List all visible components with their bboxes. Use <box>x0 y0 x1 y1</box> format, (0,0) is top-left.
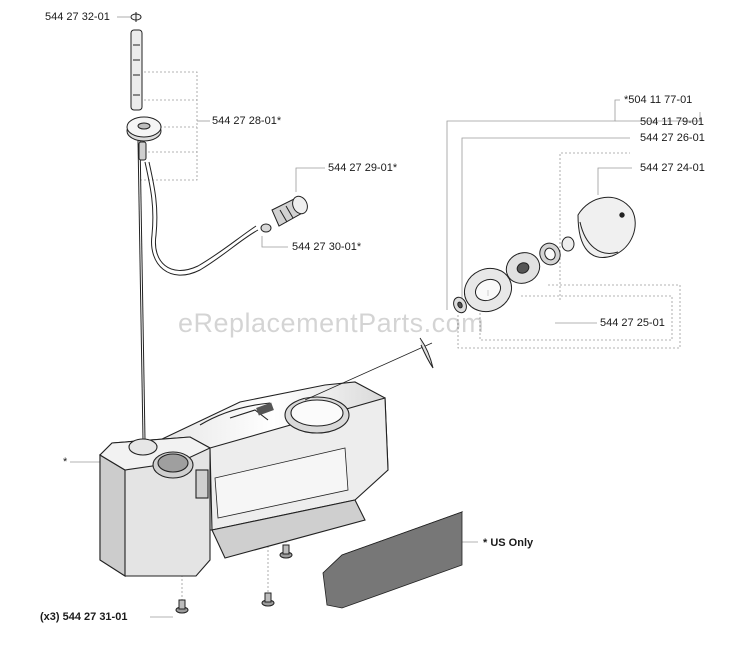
label-544-27-25-01: 544 27 25-01 <box>600 317 665 329</box>
tank-screws <box>175 544 293 614</box>
label-544-27-32-01: 544 27 32-01 <box>45 11 110 23</box>
label-504-11-77-01: *504 11 77-01 <box>624 94 693 106</box>
vent-tube <box>126 29 162 161</box>
watermark: eReplacementParts.com <box>178 308 485 338</box>
label-us-only: * US Only <box>483 537 534 549</box>
label-544-27-29-01: 544 27 29-01* <box>328 162 398 174</box>
top-clip <box>130 12 142 22</box>
label-544-27-30-01: 544 27 30-01* <box>292 241 362 253</box>
fuel-filter <box>260 195 308 233</box>
label-544-27-26-01: 544 27 26-01 <box>640 132 705 144</box>
fuel-tank <box>99 381 389 578</box>
pickup-line <box>137 139 146 441</box>
label-544-27-28-01: 544 27 28-01* <box>212 115 282 127</box>
fuel-hose <box>144 161 259 276</box>
fuel-cap-assembly <box>304 196 636 401</box>
label-asterisk: * <box>63 456 68 468</box>
label-544-27-24-01: 544 27 24-01 <box>640 162 705 174</box>
label-504-11-79-01: 504 11 79-01 <box>640 116 705 128</box>
label-544-27-31-01: (x3) 544 27 31-01 <box>40 611 128 623</box>
